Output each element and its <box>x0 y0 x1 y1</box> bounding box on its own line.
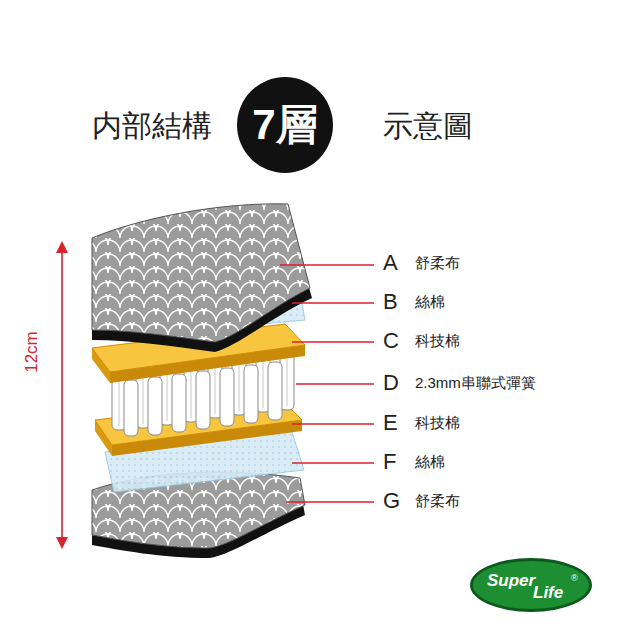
brand-logo-text: Super <box>487 572 535 591</box>
part-name: 科技棉 <box>415 415 460 432</box>
part-name: 科技棉 <box>415 333 460 350</box>
part-name: 舒柔布 <box>415 493 460 510</box>
part-name: 絲棉 <box>415 294 445 311</box>
count-circle-text: 7層 <box>252 102 317 148</box>
callout-letter: A <box>383 251 398 275</box>
callout-letter: C <box>383 329 399 353</box>
callout-letter: E <box>383 411 398 435</box>
brand-logo: SuperLife ® <box>470 558 592 612</box>
part-name: 舒柔布 <box>415 255 460 272</box>
brand-logo-text: Life <box>533 584 563 603</box>
top-fabric <box>92 204 312 352</box>
callout-letter: G <box>383 489 400 513</box>
title-text: 示意圖 <box>383 109 473 142</box>
count-circle: 7層 <box>237 77 333 173</box>
brand-logo-text: ® <box>571 574 578 584</box>
title-text: 内部結構 <box>92 109 212 142</box>
callout-letter: B <box>383 290 398 314</box>
dimension-label: 12cm <box>23 331 42 373</box>
callout-letter: D <box>383 371 399 395</box>
leader-lines <box>280 265 374 502</box>
part-name: 2.3mm串聯式彈簧 <box>415 375 536 392</box>
part-name: 絲棉 <box>415 454 445 471</box>
dimension-arrow <box>56 241 68 549</box>
callout-letter: F <box>383 450 396 474</box>
